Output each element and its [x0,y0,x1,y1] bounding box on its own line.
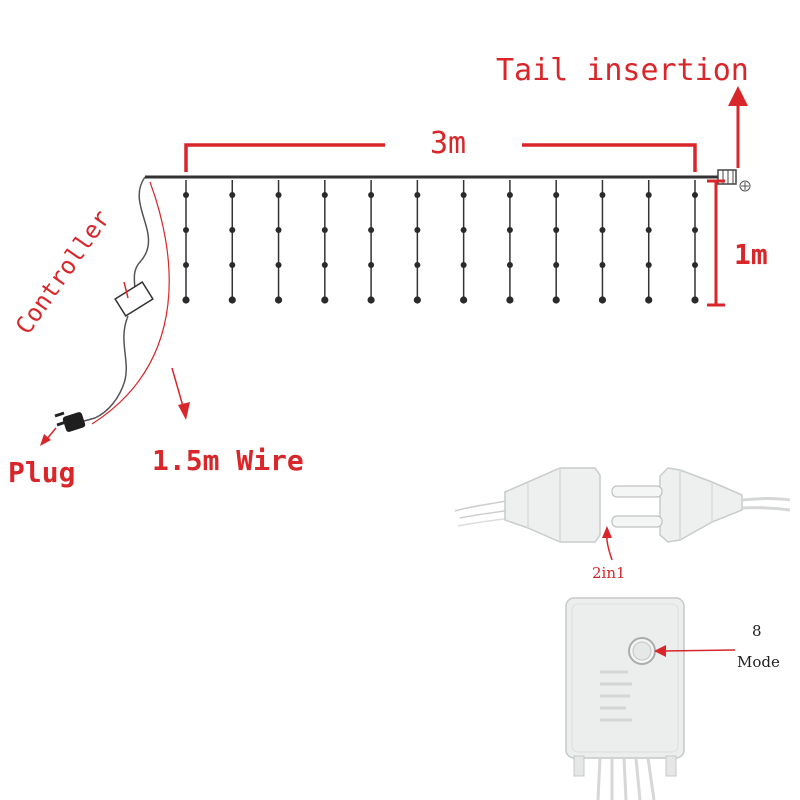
light-bulb [599,227,606,233]
mode-word-label: Mode [737,653,780,671]
light-bulb [321,192,328,198]
light-bulb [321,262,328,268]
power-cord [40,176,190,446]
light-bulb [645,296,653,304]
light-bulb [460,296,468,304]
light-bulb [506,296,514,304]
light-bulb [506,227,513,233]
light-bulb [321,227,328,233]
light-bulb [692,227,698,233]
light-bulb [645,227,652,233]
tail-insertion-callout: Tail insertion [496,53,749,168]
light-bulb [414,262,421,268]
light-bulb [183,262,189,268]
light-bulb [645,262,652,268]
light-bulb [182,296,190,304]
light-bulb [274,296,283,304]
light-bulb [368,192,375,198]
light-bulb [368,227,375,233]
light-bulb [275,262,282,268]
light-bulb [321,296,329,304]
width-dimension: 3m [184,126,697,172]
light-bulb [553,192,560,198]
light-bulb [275,192,282,198]
light-bulb [229,192,236,198]
light-bulb [645,192,652,198]
light-bulb [183,227,189,233]
power-connector-icon [454,467,791,561]
light-bulb [598,296,607,304]
wire-length-label: 1.5m Wire [152,444,304,477]
light-bulb [229,227,236,233]
connector-label: 2in1 [592,564,626,582]
light-bulb [229,262,236,268]
light-bulb [460,192,467,198]
height-label: 1m [734,238,768,271]
light-bulb [692,262,698,268]
light-bulb [553,227,560,233]
light-bulb [275,227,282,233]
mode-callout [654,645,736,657]
plug-label: Plug [8,456,75,489]
light-bulb [460,227,467,233]
light-bulb [599,192,606,198]
tail-insertion-label: Tail insertion [496,53,749,88]
tail-connector-icon [717,169,751,192]
controller-label: Controller [10,205,116,339]
light-bulb [692,192,698,198]
light-bulb [183,192,189,198]
curtain-light [145,169,751,304]
light-bulb [413,296,421,304]
controller-box-icon [114,281,154,317]
width-label: 3m [430,126,466,161]
light-bulb [691,296,699,304]
light-bulb [460,262,467,268]
light-bulb [506,192,513,198]
plug-icon [40,411,86,446]
mode-controller-box [565,597,685,800]
light-bulb [367,296,375,304]
mode-count-label: 8 [752,622,762,640]
light-bulb [228,296,236,304]
light-bulb [506,262,513,268]
light-bulb [553,262,560,268]
light-bulb [552,296,560,304]
light-bulb [368,262,375,268]
light-strands [182,180,699,304]
light-bulb [599,262,606,268]
mode-button-icon [628,637,656,665]
light-bulb [414,227,421,233]
height-dimension: 1m [707,179,768,307]
light-bulb [414,192,421,198]
